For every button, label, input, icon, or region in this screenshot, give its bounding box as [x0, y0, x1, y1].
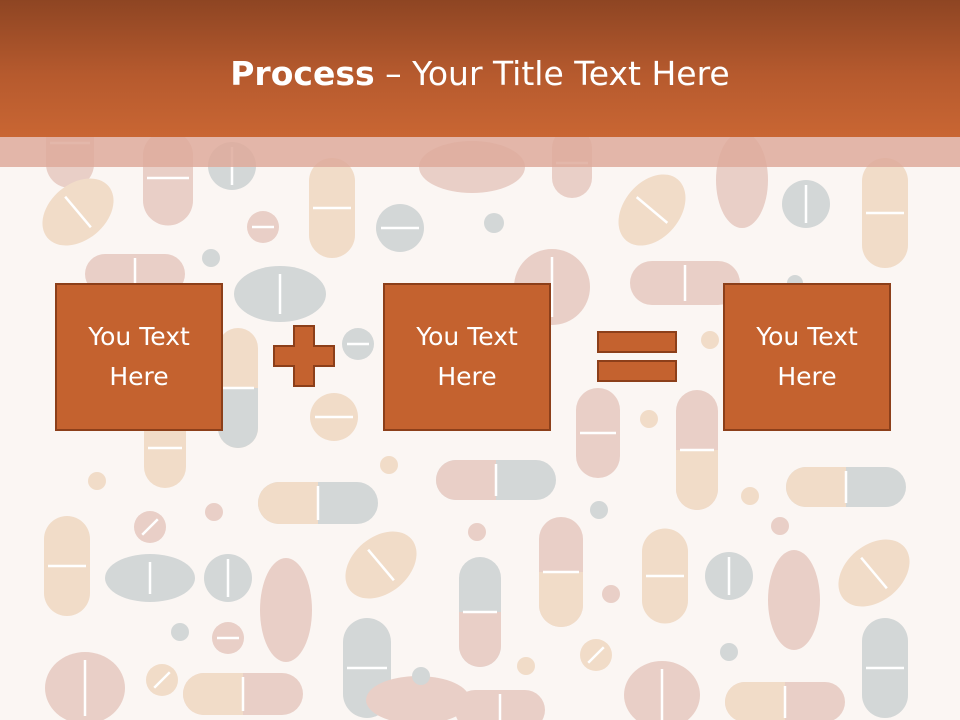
dot-pill — [412, 667, 430, 685]
dot-pill — [468, 523, 486, 541]
oval-pill — [618, 174, 686, 246]
capsule-pill — [459, 557, 501, 667]
process-box-3-line1: You Text — [756, 322, 858, 351]
process-box-1-line1: You Text — [88, 322, 190, 351]
capsule-pill — [642, 528, 688, 624]
process-box-1-line2: Here — [109, 362, 169, 391]
dot-pill — [517, 657, 535, 675]
oval-pill — [105, 554, 195, 602]
oval-pill — [768, 550, 820, 650]
capsule-pill — [218, 328, 258, 448]
plus-icon — [273, 325, 335, 387]
round-pill — [705, 552, 753, 600]
round-pill — [342, 328, 374, 360]
capsule-pill — [539, 517, 583, 627]
title-bar: Process – Your Title Text Here — [0, 0, 960, 137]
dot-pill — [380, 456, 398, 474]
oval-pill — [624, 661, 700, 720]
process-box-3-line2: Here — [777, 362, 837, 391]
title-bold: Process — [230, 54, 375, 93]
dot-pill — [205, 503, 223, 521]
title-text: Your Title Text Here — [412, 54, 730, 93]
capsule-pill — [309, 158, 355, 258]
dot-pill — [640, 410, 658, 428]
round-pill — [247, 211, 279, 243]
oval-pill — [345, 531, 417, 599]
dot-pill — [88, 472, 106, 490]
round-pill — [204, 554, 252, 602]
dot-pill — [202, 249, 220, 267]
capsule-pill — [436, 460, 556, 500]
dot-pill — [720, 643, 738, 661]
oval-pill — [838, 539, 910, 607]
dot-pill — [701, 331, 719, 349]
capsule-pill — [725, 682, 845, 720]
oval-pill — [260, 558, 312, 662]
capsule-pill — [183, 673, 303, 715]
oval-pill — [45, 652, 125, 720]
process-box-3[interactable]: You Text Here — [723, 283, 891, 431]
dot-pill — [171, 623, 189, 641]
title-bar-band — [0, 137, 960, 167]
process-box-2-line2: Here — [437, 362, 497, 391]
capsule-pill — [44, 516, 90, 616]
oval-pill — [42, 178, 114, 246]
round-pill — [146, 664, 178, 696]
process-box-2-text: You Text Here — [397, 317, 537, 397]
dot-pill — [602, 585, 620, 603]
round-pill — [580, 639, 612, 671]
dot-pill — [590, 501, 608, 519]
oval-pill — [366, 676, 470, 720]
capsule-pill — [258, 482, 378, 524]
process-box-1[interactable]: You Text Here — [55, 283, 223, 431]
dot-pill — [484, 213, 504, 233]
round-pill — [212, 622, 244, 654]
round-pill — [310, 393, 358, 441]
capsule-pill — [862, 618, 908, 718]
dot-pill — [771, 517, 789, 535]
capsule-pill — [455, 690, 545, 720]
capsule-pill — [862, 158, 908, 268]
process-box-1-text: You Text Here — [69, 317, 209, 397]
capsule-pill — [786, 467, 906, 507]
capsule-pill — [630, 261, 740, 305]
dot-pill — [741, 487, 759, 505]
title-separator: – — [374, 54, 413, 93]
capsule-pill — [576, 388, 620, 478]
process-box-3-text: You Text Here — [737, 317, 877, 397]
round-pill — [376, 204, 424, 252]
process-box-2-line1: You Text — [416, 322, 518, 351]
capsule-pill — [676, 390, 718, 510]
equals-icon — [597, 331, 677, 382]
round-pill — [782, 180, 830, 228]
round-pill — [134, 511, 166, 543]
oval-pill — [234, 266, 326, 322]
process-box-2[interactable]: You Text Here — [383, 283, 551, 431]
slide-title: Process – Your Title Text Here — [0, 52, 960, 96]
